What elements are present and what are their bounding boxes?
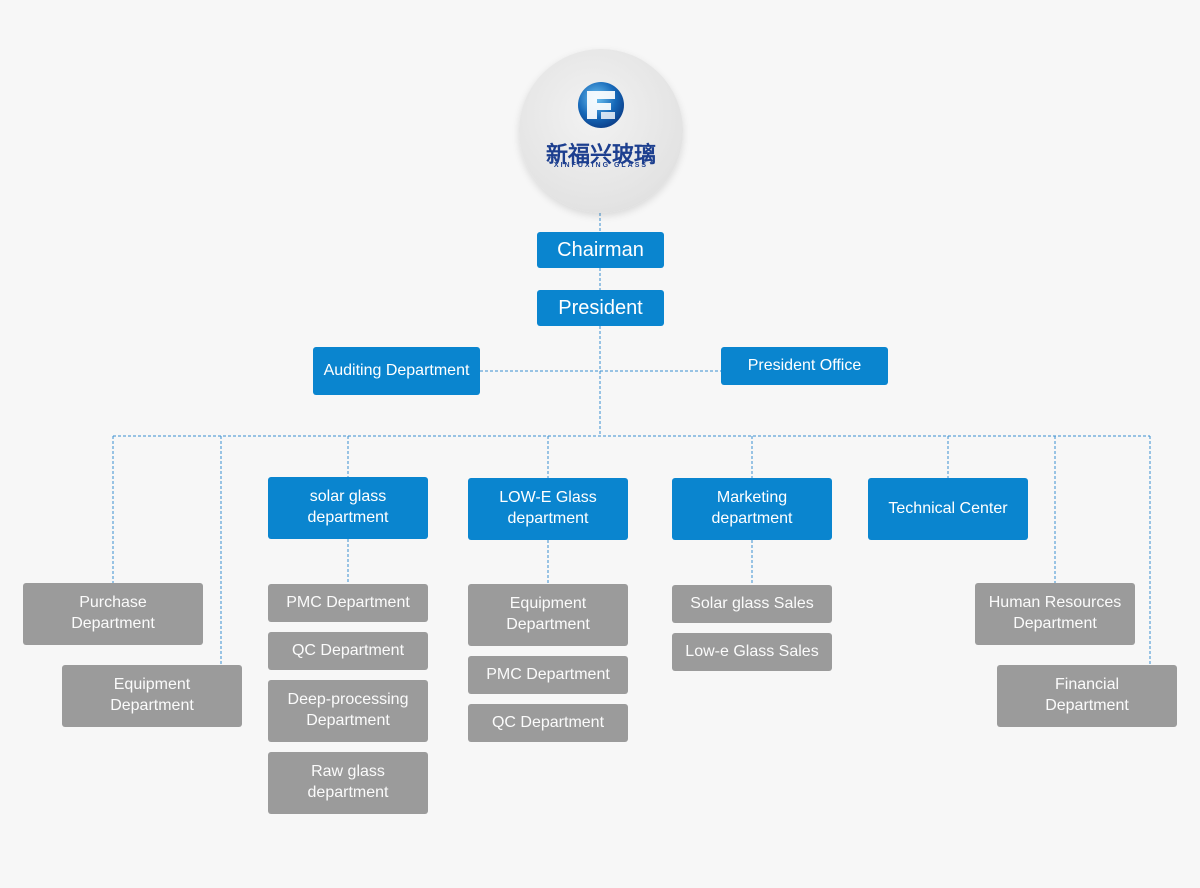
node-purchase-department: Purchase Department: [23, 583, 203, 645]
node-auditing-department: Auditing Department: [313, 347, 480, 395]
node-lowe-qc-department: QC Department: [468, 704, 628, 742]
node-technical-center: Technical Center: [868, 478, 1028, 540]
node-president-office: President Office: [721, 347, 888, 385]
node-financial-department: Financial Department: [997, 665, 1177, 727]
node-lowe-glass-sales: Low-e Glass Sales: [672, 633, 832, 671]
node-lowe-glass-department: LOW-E Glass department: [468, 478, 628, 540]
node-equipment-department-left: Equipment Department: [62, 665, 242, 727]
node-solar-pmc-department: PMC Department: [268, 584, 428, 622]
node-raw-glass-department: Raw glass department: [268, 752, 428, 814]
logo-chinese-name: 新福兴玻璃: [545, 143, 656, 168]
node-solar-glass-sales: Solar glass Sales: [672, 585, 832, 623]
logo-english-name: XINFUXING GLASS: [553, 162, 649, 169]
node-human-resources-department: Human Resources Department: [975, 583, 1135, 645]
xinfuxing-logo-icon: [578, 82, 624, 128]
node-deep-processing-department: Deep-processing Department: [268, 680, 428, 742]
node-president: President: [537, 290, 664, 326]
node-lowe-pmc-department: PMC Department: [468, 656, 628, 694]
company-logo: 新福兴玻璃 XINFUXING GLASS: [519, 49, 683, 213]
node-solar-glass-department: solar glass department: [268, 477, 428, 539]
node-lowe-equipment-department: Equipment Department: [468, 584, 628, 646]
node-solar-qc-department: QC Department: [268, 632, 428, 670]
node-marketing-department: Marketing department: [672, 478, 832, 540]
node-chairman: Chairman: [537, 232, 664, 268]
